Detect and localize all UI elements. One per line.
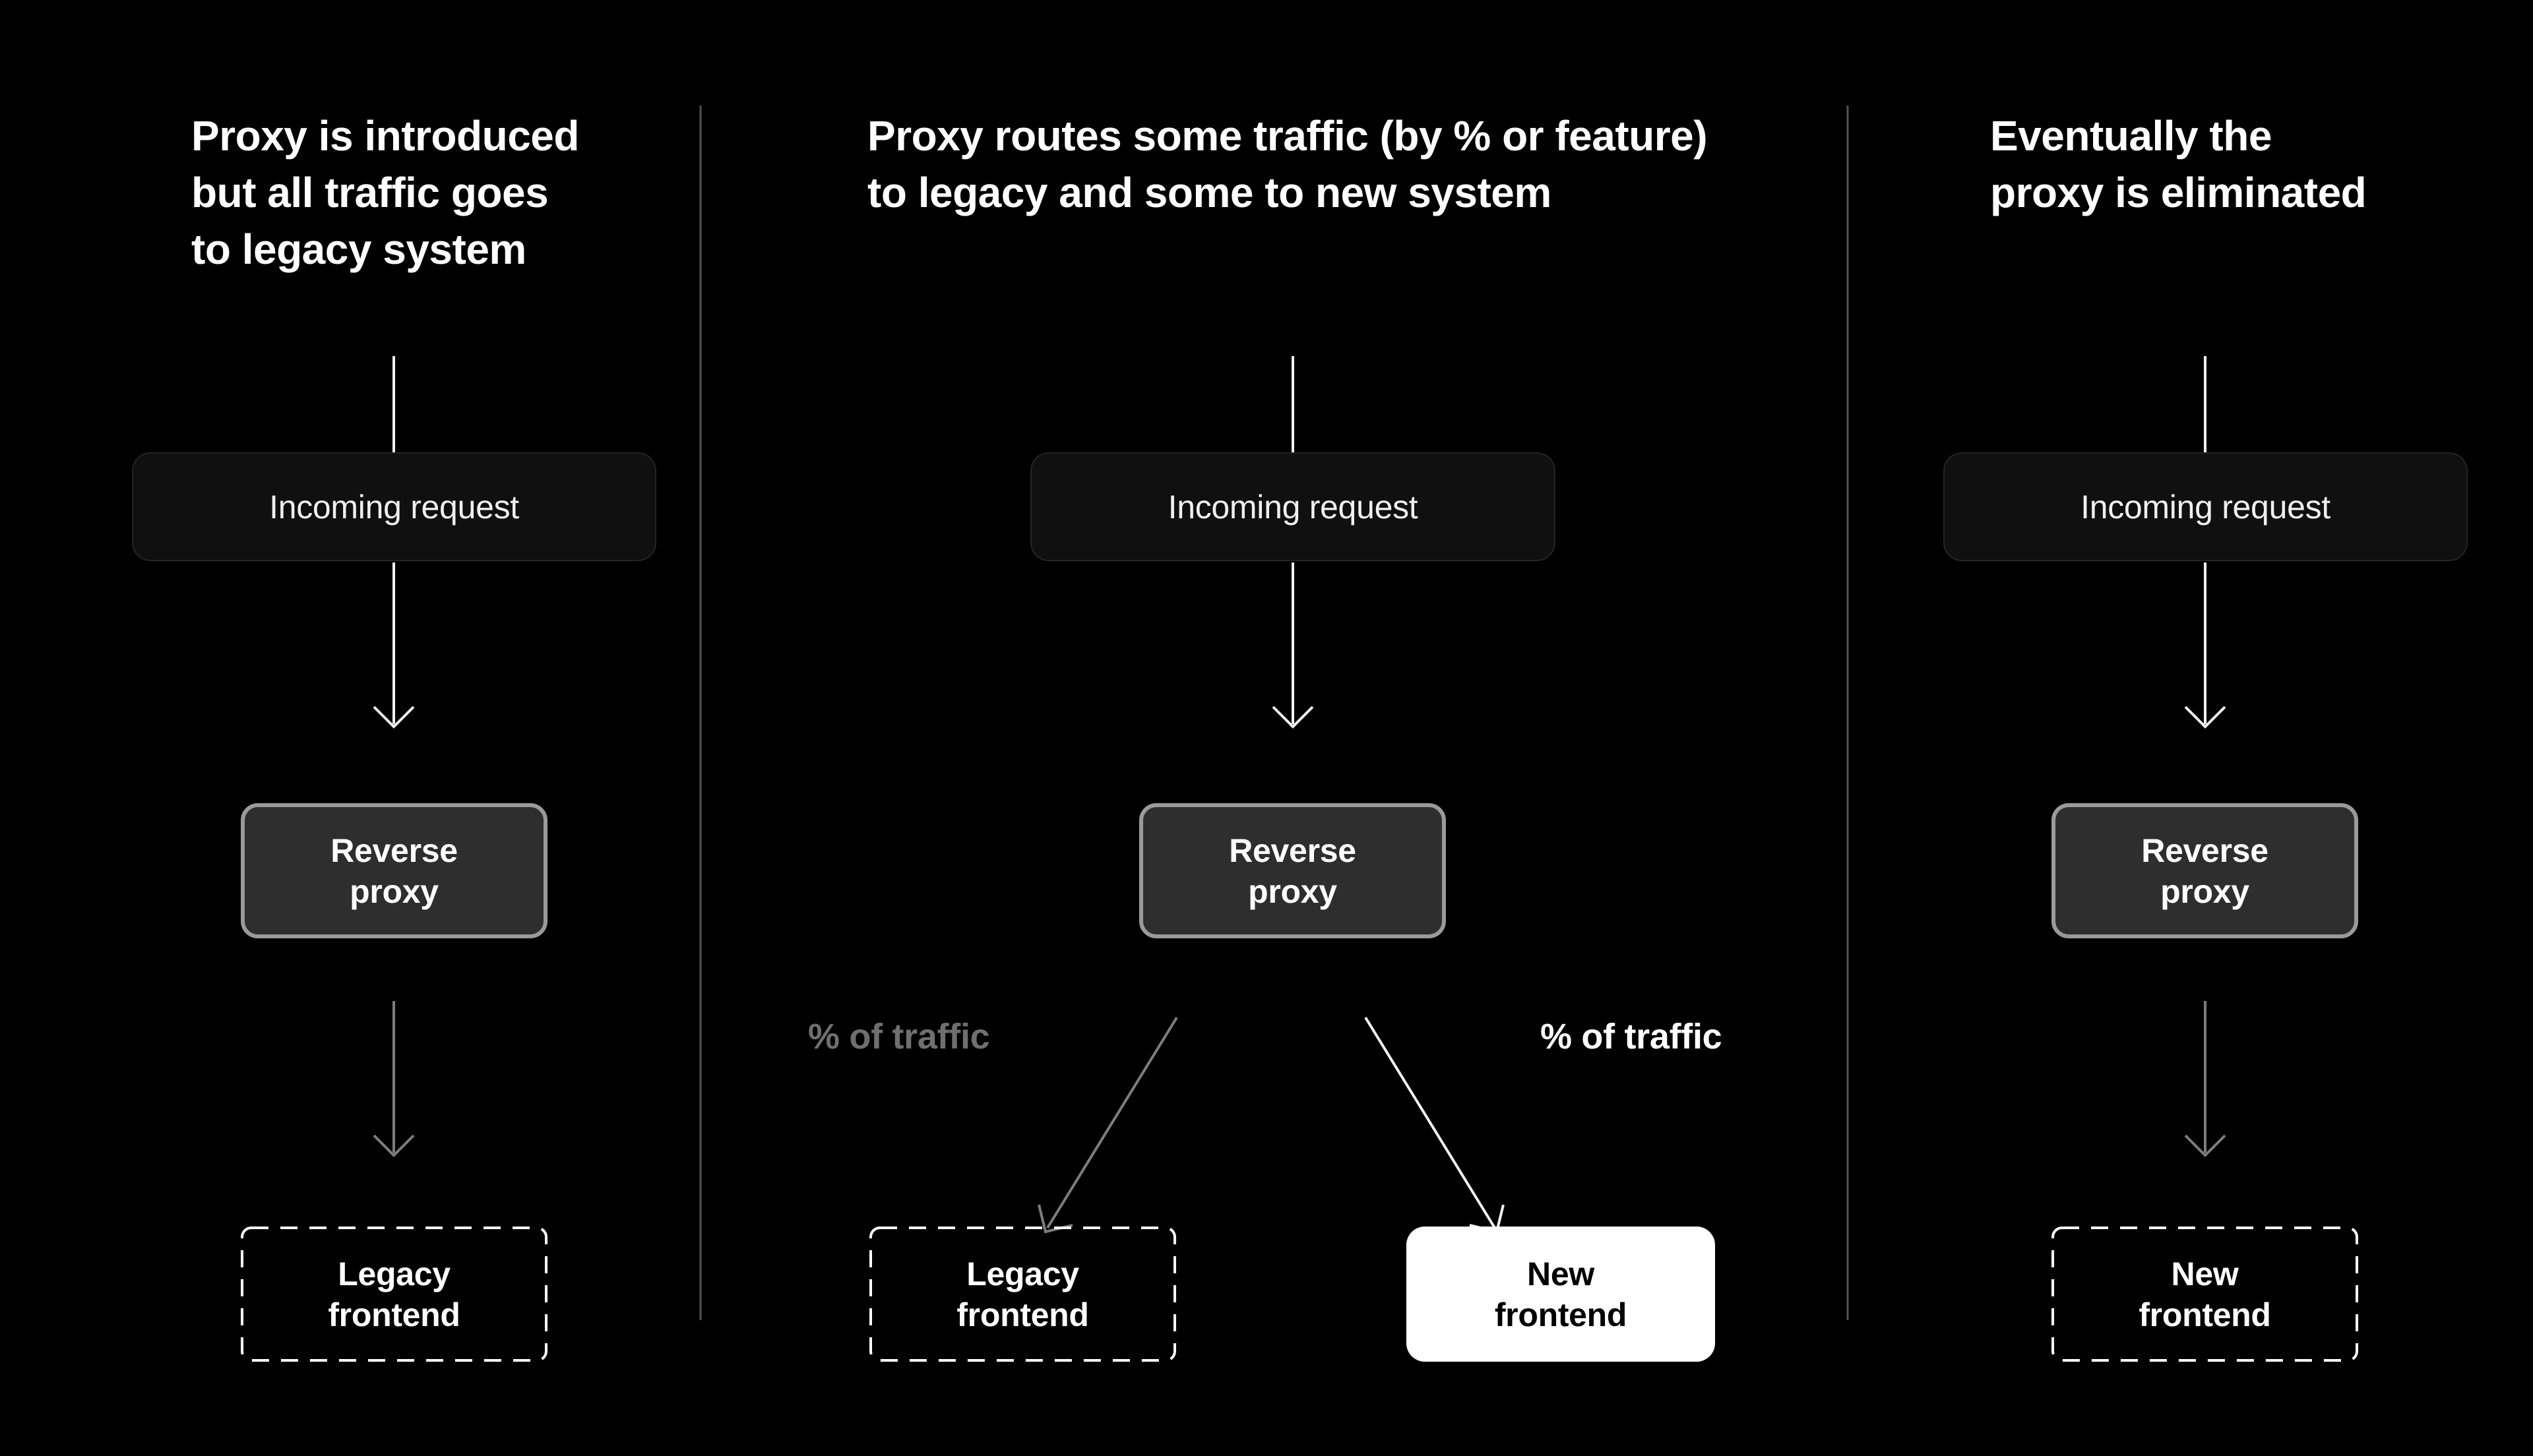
legacy-frontend-label-line: frontend xyxy=(956,1296,1089,1333)
title-line: to legacy system xyxy=(191,226,526,273)
reverse-proxy-label-line: Reverse xyxy=(2141,832,2268,869)
reverse-proxy-node: Reverse proxy xyxy=(2051,803,2358,938)
title-line: Proxy routes some traffic (by % or featu… xyxy=(867,112,1708,160)
reverse-proxy-node: Reverse proxy xyxy=(1139,803,1446,938)
incoming-request-node: Incoming request xyxy=(1030,452,1555,561)
new-frontend-label-line: New xyxy=(1527,1255,1594,1292)
title-line: proxy is eliminated xyxy=(1990,169,2367,216)
panel-proxy-routes: Proxy routes some traffic (by % or featu… xyxy=(701,0,1848,1456)
page-title: Proxy routes some traffic (by % or featu… xyxy=(867,107,1708,221)
legacy-frontend-label-line: frontend xyxy=(328,1296,460,1333)
incoming-request-node: Incoming request xyxy=(1943,452,2468,561)
incoming-request-node: Incoming request xyxy=(132,452,656,561)
title-line: but all traffic goes xyxy=(191,169,549,216)
reverse-proxy-label-line: proxy xyxy=(2160,872,2249,910)
incoming-request-label: Incoming request xyxy=(1168,488,1418,526)
new-frontend-node: New frontend xyxy=(1406,1227,1715,1362)
dashed-border xyxy=(2051,1227,2358,1362)
legacy-frontend-node: Legacy frontend xyxy=(241,1227,547,1362)
title-line: to legacy and some to new system xyxy=(867,169,1551,216)
title-line: Eventually the xyxy=(1990,112,2272,160)
page-title: Proxy is introduced but all traffic goes… xyxy=(191,107,579,278)
panel-proxy-eliminated: Eventually the proxy is eliminated Incom… xyxy=(1848,0,2533,1456)
new-frontend-label-line: frontend xyxy=(1494,1296,1627,1333)
incoming-request-label: Incoming request xyxy=(2080,488,2330,526)
incoming-request-label: Incoming request xyxy=(269,488,519,526)
legacy-frontend-label-line: Legacy xyxy=(338,1255,451,1292)
legacy-frontend-node: Legacy frontend xyxy=(869,1227,1176,1362)
reverse-proxy-label-line: proxy xyxy=(350,872,439,910)
page-title: Eventually the proxy is eliminated xyxy=(1990,107,2367,221)
reverse-proxy-node: Reverse proxy xyxy=(241,803,547,938)
new-frontend-label-line: New xyxy=(2171,1255,2239,1292)
traffic-percent-label-right: % of traffic xyxy=(1540,1017,1722,1056)
dashed-border xyxy=(869,1227,1176,1362)
legacy-frontend-label-line: Legacy xyxy=(966,1255,1079,1292)
panel-proxy-introduced: Proxy is introduced but all traffic goes… xyxy=(0,0,701,1456)
reverse-proxy-label-line: Reverse xyxy=(1229,832,1356,869)
traffic-percent-label-left: % of traffic xyxy=(808,1017,990,1056)
new-frontend-label-line: frontend xyxy=(2139,1296,2271,1333)
reverse-proxy-label-line: Reverse xyxy=(330,832,458,869)
reverse-proxy-label-line: proxy xyxy=(1248,872,1337,910)
dashed-border xyxy=(241,1227,547,1362)
new-frontend-node: New frontend xyxy=(2051,1227,2358,1362)
title-line: Proxy is introduced xyxy=(191,112,579,160)
